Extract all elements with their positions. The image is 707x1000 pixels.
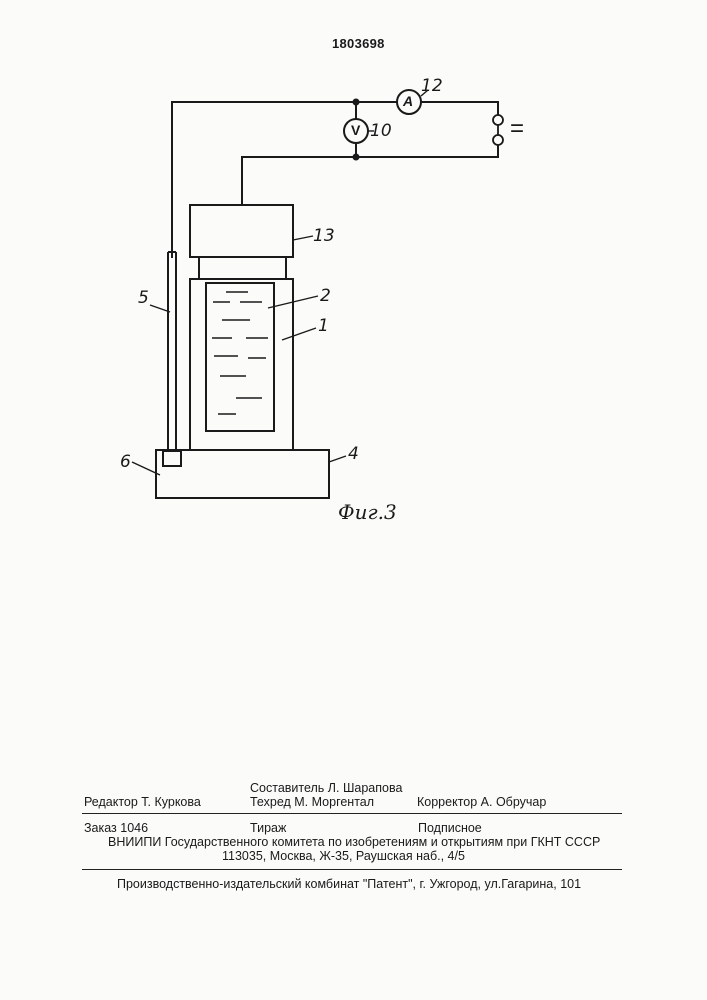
label-1: 1 <box>318 316 329 336</box>
voltmeter-symbol: V <box>351 122 360 138</box>
label-6: 6 <box>120 452 131 472</box>
sample-2 <box>206 283 274 431</box>
vniipi-line: ВНИИПИ Государственного комитета по изоб… <box>108 835 600 849</box>
publisher-line: Производственно-издательский комбинат "П… <box>117 877 581 891</box>
label-13: 13 <box>313 226 335 246</box>
label-4: 4 <box>348 444 359 464</box>
probe-5 <box>168 252 176 456</box>
editor-line: Редактор Т. Куркова <box>84 795 201 809</box>
imprint-rule-top <box>82 813 622 814</box>
label-10: 10 <box>370 121 392 141</box>
figure-caption: Фиг.3 <box>338 500 397 524</box>
ammeter-symbol: A <box>403 93 413 109</box>
sensor-6 <box>163 451 181 466</box>
order-line: Заказ 1046 <box>84 821 148 835</box>
label-5: 5 <box>138 288 149 308</box>
dc-source-terminals-icon <box>493 115 503 145</box>
label-12: 12 <box>421 76 443 96</box>
sample-hatching <box>212 292 268 414</box>
label-2: 2 <box>320 286 331 306</box>
techred-line: Техред М. Моргентал <box>250 795 374 809</box>
circulation-line: Тираж <box>250 821 286 835</box>
address-line: 113035, Москва, Ж-35, Раушская наб., 4/5 <box>222 849 465 863</box>
subscription-line: Подписное <box>418 821 482 835</box>
source-symbol: = <box>510 115 524 143</box>
compiler-line: Составитель Л. Шарапова <box>250 781 402 795</box>
electrode-13 <box>190 205 293 257</box>
imprint-rule-bottom <box>82 869 622 870</box>
corrector-line: Корректор А. Обручар <box>417 795 546 809</box>
